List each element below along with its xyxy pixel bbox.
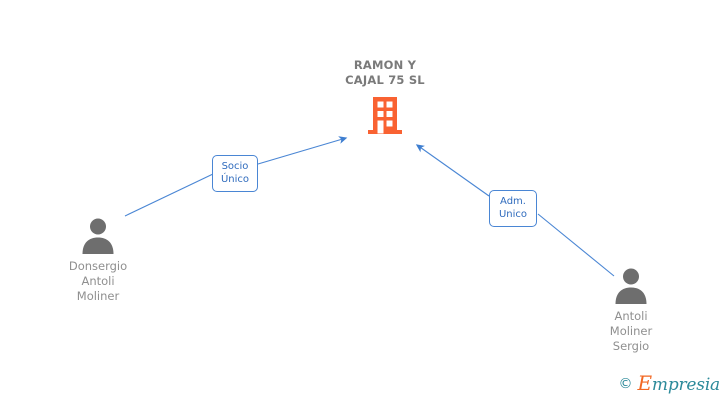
- person-name-label: Donsergio Antoli Moliner: [68, 259, 128, 303]
- relation-label-adm-unico[interactable]: Adm. Unico: [489, 190, 537, 227]
- empresia-logo-rest: mpresia: [651, 375, 720, 395]
- person-icon: [615, 268, 647, 304]
- empresia-logo-text: Empresia: [638, 373, 721, 394]
- edge-socio-unico-line-a: [124, 173, 214, 217]
- empresia-logo-initial: E: [637, 371, 653, 395]
- relation-label-socio-unico[interactable]: Socio Único: [212, 155, 258, 192]
- edge-socio-unico-line-b: [257, 136, 348, 165]
- edge-adm-unico-line-b: [415, 144, 490, 197]
- copyright-icon: ©: [618, 375, 633, 392]
- person-name-label: Antoli Moliner Sergio: [609, 309, 653, 353]
- empresia-watermark: © Empresia: [619, 373, 721, 394]
- company-node[interactable]: RAMON Y CAJAL 75 SL: [305, 58, 465, 138]
- person-node-sergio[interactable]: Antoli Moliner Sergio: [571, 266, 691, 354]
- building-icon: [368, 97, 402, 134]
- person-icon: [82, 218, 114, 254]
- person-node-donsergio[interactable]: Donsergio Antoli Moliner: [38, 216, 158, 304]
- company-name-label: RAMON Y CAJAL 75 SL: [345, 58, 425, 87]
